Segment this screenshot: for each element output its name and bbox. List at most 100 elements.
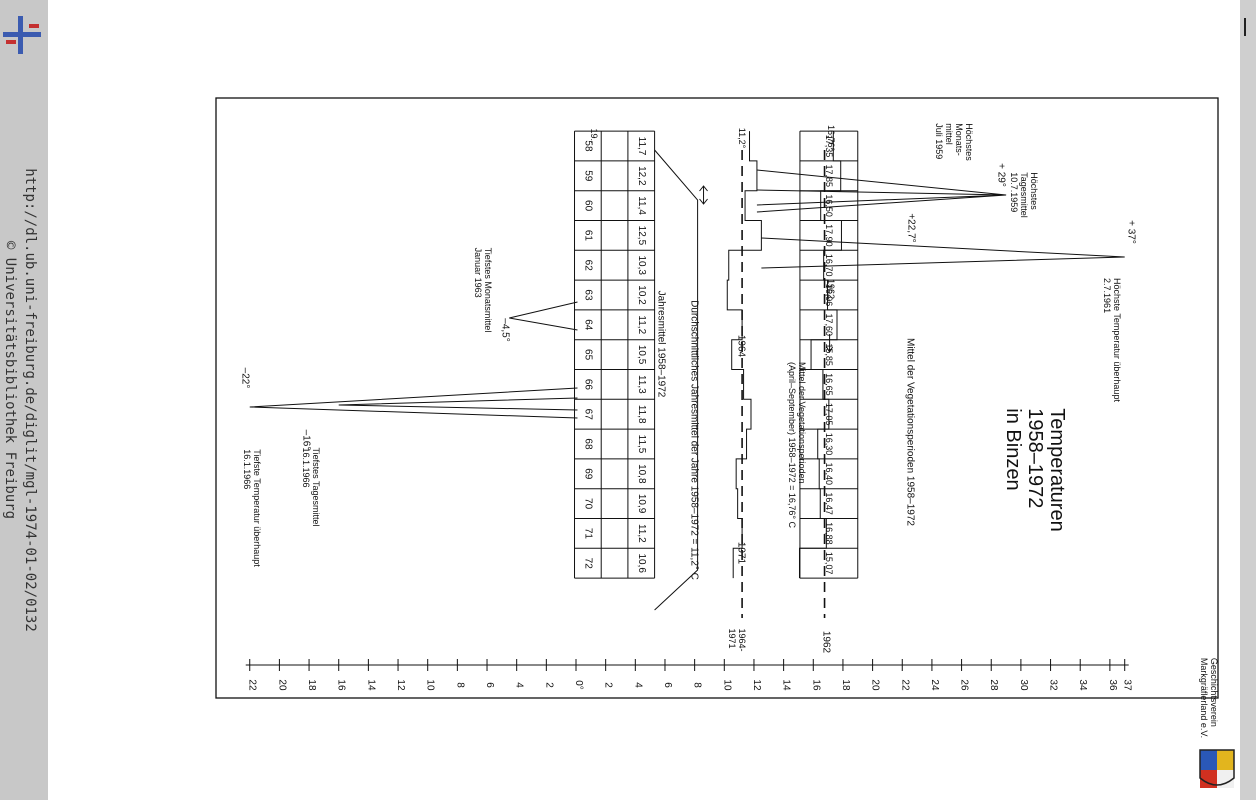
tick-pos-26-label: 26 (959, 679, 970, 691)
annual-avg-label: Durchschnittliches Jahresmittel der Jahr… (688, 300, 700, 580)
tick-neg-18-label: 18 (306, 679, 317, 691)
right-scan-margin (1240, 0, 1256, 800)
year-cell: 70 (582, 498, 593, 510)
vegetation-mean-cell: 17,85 (824, 165, 834, 188)
chart-border (215, 97, 1219, 699)
year-cell: 58 (582, 140, 593, 152)
vegetation-mean-cell: 15,07 (824, 552, 834, 575)
label-minus-4-5: –4,5° (499, 318, 511, 342)
tick-pos-16-label: 16 (810, 679, 821, 691)
vegetation-mean-cell: 15,85 (824, 343, 834, 366)
year-cell: 62 (582, 260, 593, 272)
vegetation-mean-cell: 17,60 (824, 314, 834, 337)
annual-mean-cell: 10,8 (636, 464, 647, 484)
year-cell: 72 (582, 558, 593, 570)
vegetation-mean-cell: 17,35 (824, 135, 834, 158)
right-edge-mark (1244, 18, 1246, 36)
inline-label-1971: 1971 (735, 541, 747, 565)
vegetation-mean-cell: 16,40 (824, 463, 834, 486)
tick-pos-28-label: 28 (988, 679, 999, 691)
annual-mean-cell: 11,2 (636, 524, 647, 543)
note-max-temp: Höchste Temperatur überhaupt 2.7.1961 (1102, 278, 1122, 402)
tick-pos-24-label: 24 (929, 679, 940, 691)
tick-neg-6-label: 6 (484, 682, 495, 688)
tick-pos-10-label: 10 (721, 679, 732, 691)
annual-mean-cell: 12,2 (636, 166, 647, 186)
tick-neg-14-label: 14 (365, 679, 376, 691)
label-plus-37: + 37° (1125, 220, 1137, 244)
tick-pos-30-label: 30 (1018, 679, 1029, 691)
annual-mean-cell: 11,5 (636, 435, 647, 454)
annual-means-bracket (654, 149, 699, 611)
double-arrow-head-down (699, 198, 708, 205)
annual-mean-cell: 10,2 (636, 285, 647, 305)
note-max-daily-mean: Höchstes Tagesmittel 10.7.1959 (1009, 172, 1039, 218)
note-min-daily-mean: Tiefstes Tagesmittel 16.1.1966 (301, 447, 321, 527)
year-cell: 71 (582, 528, 593, 540)
tick-zero-label: 0° (573, 680, 584, 690)
tick-pos-20-label: 20 (870, 679, 881, 691)
label-minus-22: –22° (239, 367, 251, 389)
annual-mean-cell: 12,5 (636, 226, 647, 246)
year-cell: 63 (582, 289, 593, 301)
vegetation-avg-label: Mittel der Vegetationsperioden (April–Se… (787, 362, 807, 528)
chart-title: Temperaturen 1958–1972 in Binzen (1002, 408, 1068, 532)
watermark-copyright: © Universitätsbibliothek Freiburg (2, 240, 18, 520)
chart-frame (215, 97, 1219, 699)
tick-pos-32-label: 32 (1048, 679, 1059, 691)
double-arrow-head-up (699, 185, 708, 192)
data-table: 58 11,7 17,35 59 12,2 17,85 60 11,4 16,50 61 12,5 1… (574, 130, 859, 579)
year-cell: 64 (582, 319, 593, 331)
label-plus-22-7: +22,7° (905, 213, 917, 243)
inline-label-1962: 1962 (825, 278, 836, 300)
note-max-monthly-mean: Höchstes Monats- mittel Juli 1959 (934, 123, 974, 161)
tick-neg-16-label: 16 (336, 679, 347, 691)
vegetation-mean-cell: 16,30 (824, 433, 834, 456)
year-cell: 61 (582, 230, 593, 242)
year-cell: 67 (582, 409, 593, 421)
tick-pos-22-label: 22 (899, 679, 910, 691)
vegetation-periods-title: Mittel der Vegetationsperioden 1958–1972 (904, 338, 916, 526)
veg-arrow-head (826, 346, 834, 353)
year-cell: 60 (582, 200, 593, 212)
annual-mean-cell: 11,2 (636, 315, 647, 334)
society-name: Geschichtsverein Markgräflerland e.V. (1199, 657, 1219, 739)
vegetation-mean-cell: 16,88 (824, 522, 834, 545)
tick-pos-8-label: 8 (692, 682, 703, 688)
tick-neg-22-label: 22 (247, 679, 258, 691)
tick-neg-8-label: 8 (454, 682, 465, 688)
tick-pos-34-label: 34 (1077, 679, 1088, 691)
spike-max-daily-mean (756, 169, 1007, 196)
year-cell: 68 (582, 438, 593, 450)
spike-max-daily-mean-2 (756, 194, 1007, 213)
vegetation-means-step-line (798, 131, 842, 579)
spike-min-daily-mean (338, 397, 578, 411)
tick-pos-4-label: 4 (632, 682, 643, 688)
left-label-annual-avg: 11,2° (736, 127, 747, 149)
right-marker-1964-1971: 1964- 1971 (727, 628, 747, 652)
spike-min-temp (249, 387, 578, 419)
tick-neg-4-label: 4 (514, 682, 525, 688)
year-cell: 66 (582, 379, 593, 391)
annual-mean-cell: 11,7 (636, 137, 647, 156)
annual-mean-cell: 11,4 (636, 196, 647, 215)
watermark-url[interactable]: http://dl.ub.uni-freiburg.de/diglit/mgl-… (22, 168, 38, 632)
tick-pos-2-label: 2 (603, 682, 614, 688)
spike-max-temp (761, 237, 1125, 269)
tick-top-label: 37 (1122, 679, 1133, 691)
annual-mean-cell: 10,6 (636, 553, 647, 573)
annual-means-step-line (726, 131, 762, 579)
vegetation-mean-cell: 17,90 (824, 224, 834, 247)
annual-means-title: Jahresmittel 1958–1972 (655, 290, 667, 398)
tick-pos-6-label: 6 (662, 682, 673, 688)
scanned-page: 58 11,7 17,35 59 12,2 17,85 60 11,4 16,50 61 12,5 1… (48, 0, 1240, 800)
annual-mean-cell: 10,5 (636, 345, 647, 365)
tick-neg-12-label: 12 (395, 679, 406, 691)
series-lines (249, 131, 1125, 618)
vegetation-mean-cell: 16,50 (824, 194, 834, 217)
tick-pos-36-label: 36 (1107, 679, 1118, 691)
year-cell: 59 (582, 170, 593, 182)
viewer-logo-icon (3, 16, 41, 54)
tick-pos-18-label: 18 (840, 679, 851, 691)
year-prefix: 19.. (588, 128, 599, 144)
